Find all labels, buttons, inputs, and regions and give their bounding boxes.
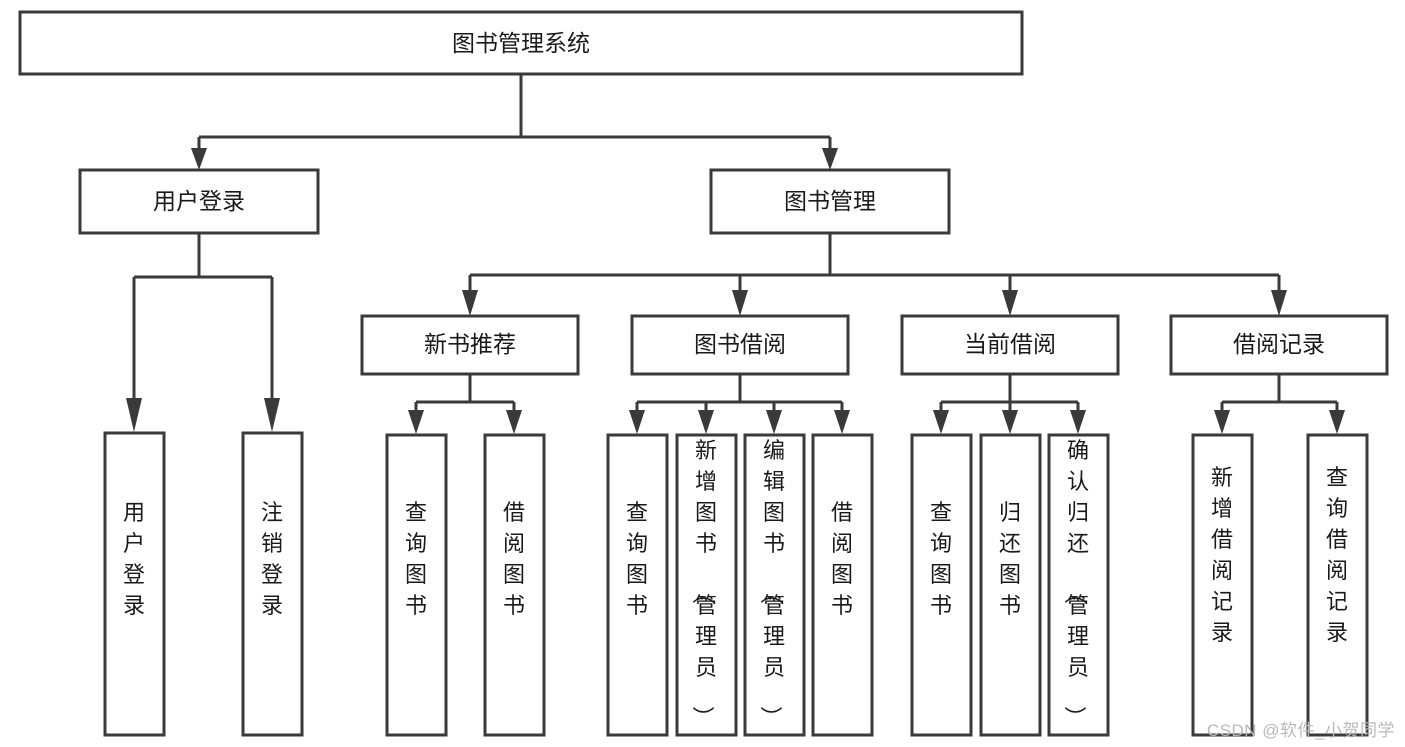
node-leaf-user-logout[interactable]: 注销登录 [241, 431, 304, 737]
node-borrow-record-box[interactable] [1169, 314, 1389, 376]
node-leaf-confirm-return-box[interactable] [1047, 433, 1110, 737]
node-current-borrow-box[interactable] [900, 314, 1120, 376]
node-leaf-query-book-2-label: 查询图书 [626, 500, 648, 618]
node-leaf-confirm-return-label: 确认归还（管理员） [1062, 438, 1089, 728]
node-leaf-user-logout-box[interactable] [241, 431, 304, 737]
node-leaf-borrow-book-2[interactable]: 借阅图书 [811, 433, 874, 737]
node-leaf-query-book-3-label: 查询图书 [930, 500, 952, 618]
node-current-borrow[interactable]: 当前借阅 [900, 314, 1120, 376]
arrow-head-new-book-rec [462, 290, 478, 316]
arrow-head-user-login [191, 148, 207, 170]
node-leaf-query-record-label: 查询借阅记录 [1326, 465, 1348, 645]
node-new-book-rec-label: 新书推荐 [424, 331, 516, 357]
node-leaf-borrow-book-1[interactable]: 借阅图书 [483, 433, 546, 737]
node-leaf-edit-book-label: 编辑图书（管理员） [758, 438, 785, 728]
node-leaf-user-login-box[interactable] [103, 431, 166, 737]
node-leaf-add-record-box[interactable] [1191, 433, 1254, 737]
node-leaf-edit-book[interactable]: 编辑图书（管理员） [743, 433, 806, 737]
arrow-head-leaf-query-book-3 [933, 410, 949, 434]
node-leaf-user-login-label: 用户登录 [123, 500, 145, 618]
node-leaf-query-book-3-box[interactable] [910, 433, 973, 737]
node-leaf-return-book-box[interactable] [979, 433, 1042, 737]
node-root-label: 图书管理系统 [452, 30, 590, 56]
node-leaf-borrow-book-1-label: 借阅图书 [503, 500, 525, 618]
node-user-login-box[interactable] [78, 168, 320, 235]
arrow-head-leaf-borrow-book-2 [834, 410, 850, 434]
arrow-head-leaf-query-book-2 [629, 410, 645, 434]
node-leaf-query-record[interactable]: 查询借阅记录 [1306, 433, 1369, 737]
node-book-manage[interactable]: 图书管理 [709, 168, 951, 235]
arrow-head-leaf-query-book-1 [408, 410, 424, 434]
node-leaf-add-book-label: 新增图书（管理员） [690, 438, 717, 728]
node-leaf-add-record-label: 新增借阅记录 [1211, 465, 1233, 645]
node-leaf-add-book[interactable]: 新增图书（管理员） [675, 433, 738, 737]
arrow-head-leaf-user-login [126, 398, 142, 432]
arrow-head-leaf-confirm-return [1070, 410, 1086, 434]
node-leaf-add-record[interactable]: 新增借阅记录 [1191, 433, 1254, 737]
arrow-head-leaf-borrow-book-1 [506, 410, 522, 434]
arrow-head-leaf-add-book [698, 410, 714, 434]
node-root[interactable]: 图书管理系统 [18, 10, 1024, 76]
node-leaf-query-book-1-label: 查询图书 [405, 500, 427, 618]
node-leaf-query-book-2[interactable]: 查询图书 [606, 433, 669, 737]
csdn-watermark: CSDN @软件_小贺同学 [1206, 721, 1395, 740]
node-new-book-rec-box[interactable] [360, 314, 580, 376]
arrow-head-leaf-edit-book [766, 410, 782, 434]
arrow-head-leaf-user-logout [264, 398, 280, 432]
node-leaf-confirm-return[interactable]: 确认归还（管理员） [1047, 433, 1110, 737]
connector-layer [126, 74, 1345, 434]
node-borrow-record[interactable]: 借阅记录 [1169, 314, 1389, 376]
arrow-head-borrow-record [1271, 290, 1287, 316]
node-book-borrow-label: 图书借阅 [694, 331, 786, 357]
node-leaf-user-login[interactable]: 用户登录 [103, 431, 166, 737]
node-book-borrow-box[interactable] [630, 314, 850, 376]
node-book-manage-label: 图书管理 [784, 188, 876, 214]
node-leaf-borrow-book-1-box[interactable] [483, 433, 546, 737]
arrow-head-book-borrow [732, 290, 748, 316]
node-user-login-label: 用户登录 [153, 188, 245, 214]
node-leaf-borrow-book-2-label: 借阅图书 [831, 500, 853, 618]
node-leaf-query-book-3[interactable]: 查询图书 [910, 433, 973, 737]
node-borrow-record-label: 借阅记录 [1233, 331, 1325, 357]
arrow-head-book-manage [822, 148, 838, 170]
node-leaf-return-book-label: 归还图书 [999, 500, 1021, 618]
node-leaf-add-book-box[interactable] [675, 433, 738, 737]
arrow-head-current-borrow [1002, 290, 1018, 316]
node-current-borrow-label: 当前借阅 [964, 331, 1056, 357]
node-leaf-edit-book-box[interactable] [743, 433, 806, 737]
node-leaf-query-book-1-box[interactable] [385, 433, 448, 737]
node-new-book-rec[interactable]: 新书推荐 [360, 314, 580, 376]
node-leaf-borrow-book-2-box[interactable] [811, 433, 874, 737]
node-book-borrow[interactable]: 图书借阅 [630, 314, 850, 376]
node-leaf-query-book-2-box[interactable] [606, 433, 669, 737]
arrow-head-leaf-return-book [1002, 410, 1018, 434]
node-leaf-query-record-box[interactable] [1306, 433, 1369, 737]
node-leaf-return-book[interactable]: 归还图书 [979, 433, 1042, 737]
node-user-login[interactable]: 用户登录 [78, 168, 320, 235]
node-leaf-query-book-1[interactable]: 查询图书 [385, 433, 448, 737]
arrow-head-leaf-add-record [1214, 410, 1230, 434]
arrow-head-leaf-query-record [1329, 410, 1345, 434]
node-book-manage-box[interactable] [709, 168, 951, 235]
node-root-box[interactable] [18, 10, 1024, 76]
node-leaf-user-logout-label: 注销登录 [261, 500, 283, 618]
